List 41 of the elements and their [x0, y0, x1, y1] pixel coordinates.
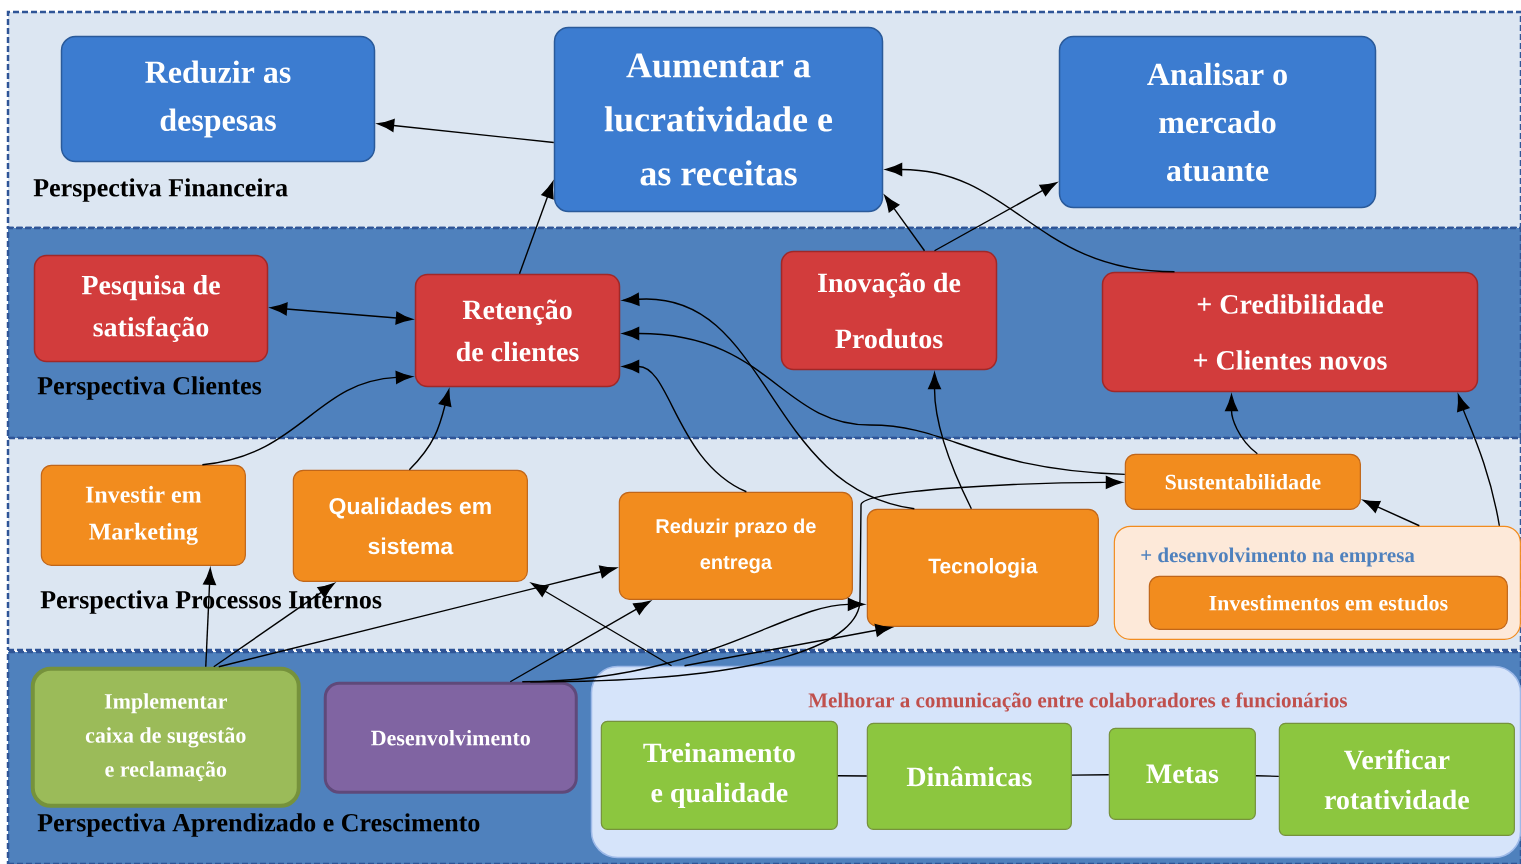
arrow: [521, 597, 865, 683]
arrow: [1225, 394, 1259, 455]
objective-box: Desenvolvimento: [323, 681, 578, 794]
objective-box: Verificar rotatividade: [1278, 722, 1515, 836]
objective-box: Metas: [1108, 727, 1256, 820]
objective-box: Tecnologia: [866, 508, 1099, 627]
objective-box: Treinamento e qualidade: [600, 720, 838, 830]
arrow: [622, 360, 748, 493]
objective-box: Implementar caixa de sugestão e reclamação: [30, 666, 301, 808]
arrow: [928, 372, 973, 510]
arrow: [203, 568, 216, 668]
arrow: [885, 163, 1176, 273]
objective-box: Reduzir prazo de entrega: [618, 491, 853, 600]
arrow: [529, 475, 1123, 683]
arrow: [1457, 394, 1501, 527]
arrow: [933, 182, 1057, 252]
arrow: [531, 582, 673, 667]
arrow: [377, 119, 555, 144]
arrow: [884, 195, 926, 252]
arrow: [622, 292, 916, 510]
arrow: [518, 181, 554, 275]
objective-box: Inovação de Produtos: [780, 250, 998, 371]
objective-box: Qualidades em sistema: [292, 469, 528, 582]
objective-box: Investimentos em estudos: [1148, 575, 1508, 630]
objective-box: Sustentabilidade: [1124, 453, 1361, 510]
arrow: [622, 327, 1126, 476]
objective-box: Reduzir as despesas: [60, 35, 376, 163]
arrow: [201, 370, 413, 466]
objective-box: Aumentar a lucratividade e as receitas: [553, 26, 884, 213]
objective-box: + Credibilidade + Clientes novos: [1101, 271, 1479, 393]
arrow: [270, 302, 413, 325]
arrow: [509, 600, 651, 683]
arrow: [408, 389, 452, 471]
objective-box: Investir em Marketing: [40, 464, 246, 566]
arrow: [683, 623, 893, 667]
objective-box: Pesquisa de satisfação: [33, 254, 269, 363]
objective-box: Analisar o mercado atuante: [1058, 35, 1377, 209]
arrow: [1362, 499, 1421, 527]
objective-box: Retenção de clientes: [414, 273, 621, 388]
arrow: [218, 565, 617, 668]
objective-box: Dinâmicas: [866, 722, 1072, 830]
